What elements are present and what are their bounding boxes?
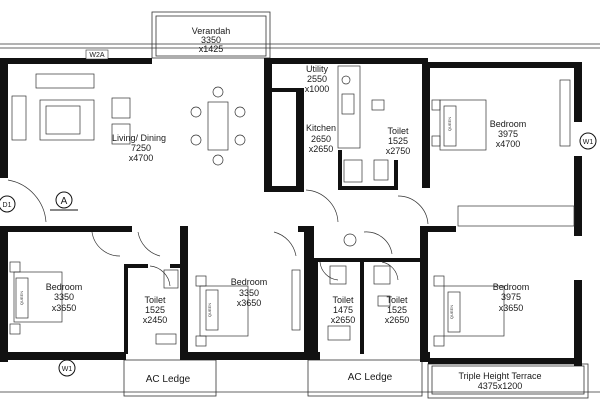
toilet-sc-dim-1: 1475: [333, 305, 353, 315]
bedroom-sw-dim-2: x3650: [52, 303, 77, 313]
window-tag-w1-right: W1: [583, 139, 594, 146]
room-labels: Verandah 3350 x1425 Living/ Dining 7250 …: [19, 26, 542, 391]
utility-dim-1: 2550: [307, 74, 327, 84]
bedroom-sc-name: Bedroom: [231, 277, 268, 287]
w2a-box: [85, 49, 109, 60]
toilet-sc-dim-2: x2650: [331, 315, 356, 325]
bedroom-sw-dim-1: 3350: [54, 292, 74, 302]
outer-lines: [0, 11, 600, 399]
bedroom-ne-dim-2: x4700: [496, 139, 521, 149]
bed-label-sw: QUEEN: [19, 291, 24, 305]
toilet-sw-dim-1: 1525: [145, 305, 165, 315]
d1-marker: [0, 195, 16, 213]
bedroom-se-dim-2: x3650: [499, 303, 524, 313]
bed-label-se: QUEEN: [449, 305, 454, 319]
terrace-dim: 4375x1200: [478, 381, 523, 391]
window-tag-w1-bottom: W1: [62, 366, 73, 373]
toilet-sw-name: Toilet: [144, 295, 166, 305]
bedroom-sc-dim-2: x3650: [237, 298, 262, 308]
bed-label-sc: QUEEN: [207, 303, 212, 317]
living-dim-2: x4700: [129, 153, 154, 163]
toilet-se-dim-1: 1525: [387, 305, 407, 315]
toilet-sc-name: Toilet: [332, 295, 354, 305]
w1-right-marker: [579, 132, 597, 150]
toilet-k-dim-1: 1525: [388, 136, 408, 146]
bedroom-ne-name: Bedroom: [490, 119, 527, 129]
kitchen-name: Kitchen: [306, 123, 336, 133]
toilet-k-name: Toilet: [387, 126, 409, 136]
kitchen-dim-2: x2650: [309, 144, 334, 154]
bedroom-sc-dim-1: 3350: [239, 288, 259, 298]
toilet-k-dim-2: x2750: [386, 146, 411, 156]
bedroom-ne-dim-1: 3975: [498, 129, 518, 139]
utility-dim-2: x1000: [305, 84, 330, 94]
walls: [0, 58, 582, 366]
toilet-sw-dim-2: x2450: [143, 315, 168, 325]
kitchen-dim-1: 2650: [311, 134, 331, 144]
section-tag-a: A: [61, 196, 68, 207]
utility-name: Utility: [306, 64, 328, 74]
toilet-se-name: Toilet: [386, 295, 408, 305]
w1-bottom-marker: [58, 359, 76, 377]
furniture: [7, 65, 575, 347]
bedroom-se-dim-1: 3975: [501, 292, 521, 302]
bed-label-ne: QUEEN: [447, 117, 452, 131]
toilet-se-dim-2: x2650: [385, 315, 410, 325]
door-tag-d1: D1: [3, 202, 12, 209]
tags: W2A W1 W1 D1 A: [0, 49, 597, 377]
verandah-dim-2: x1425: [199, 44, 224, 54]
living-name: Living/ Dining: [112, 133, 166, 143]
verandah-name: Verandah: [192, 26, 231, 36]
verandah-dim-1: 3350: [201, 35, 221, 45]
terrace-name: Triple Height Terrace: [458, 371, 541, 381]
bedroom-sw-name: Bedroom: [46, 282, 83, 292]
bedroom-se-name: Bedroom: [493, 282, 530, 292]
ac-ledge-right: AC Ledge: [348, 372, 393, 383]
window-tag-w2a: W2A: [89, 52, 105, 59]
living-dim-1: 7250: [131, 143, 151, 153]
section-a-marker: [55, 191, 73, 209]
ac-ledge-left: AC Ledge: [146, 374, 191, 385]
